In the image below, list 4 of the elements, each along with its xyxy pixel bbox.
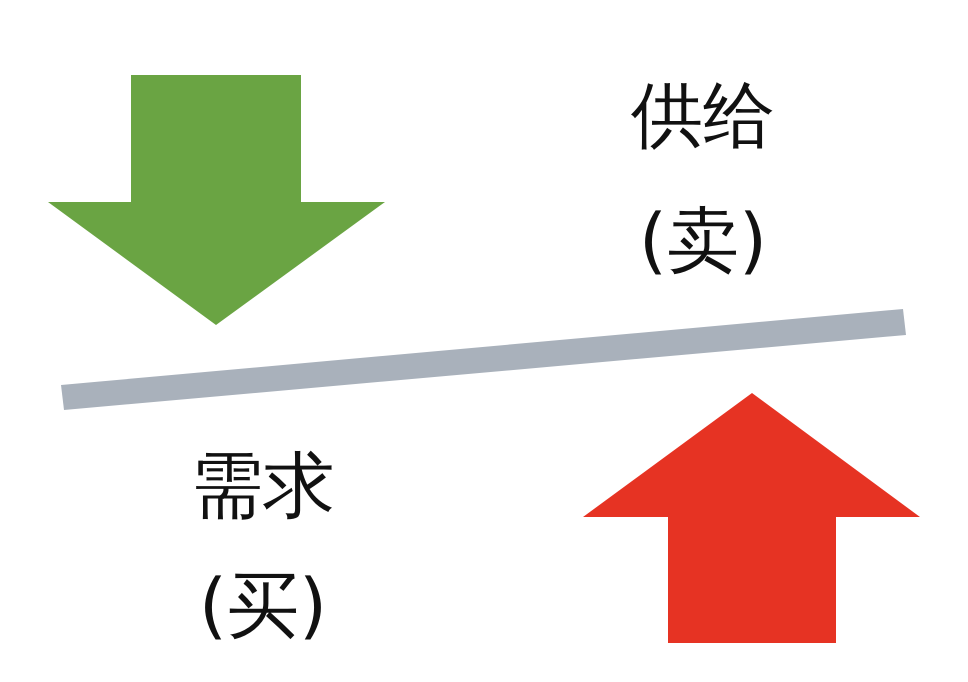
label-text: 供给: [631, 79, 775, 151]
label-text: (买): [198, 569, 328, 641]
label-text: (卖): [638, 204, 768, 276]
label-text: 需求: [191, 449, 335, 521]
